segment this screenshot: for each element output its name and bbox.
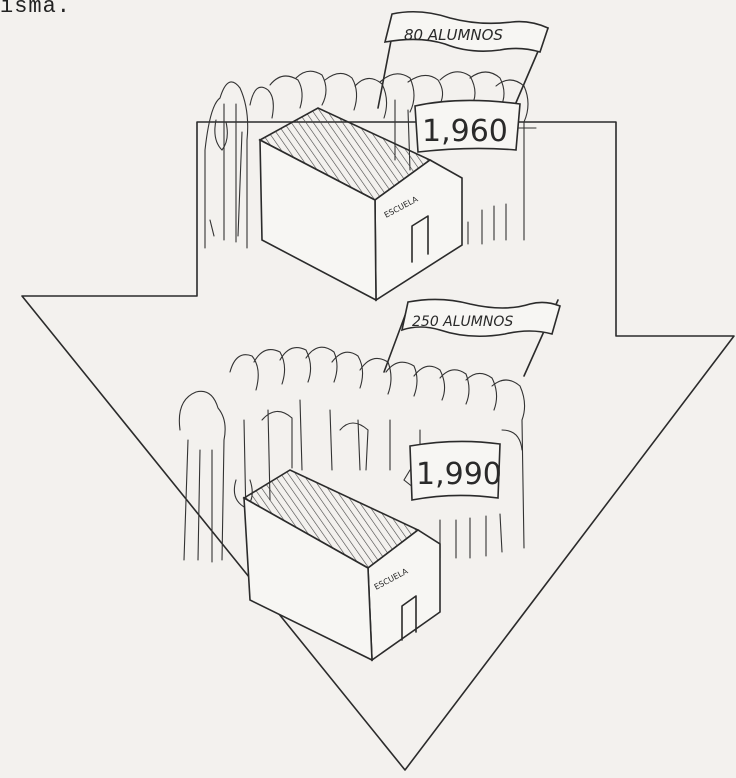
year-sign-1960-label: 1,960: [422, 114, 508, 149]
year-sign-1990: 1,990: [410, 441, 502, 500]
banner-1960-label: 80 ALUMNOS: [404, 26, 503, 44]
banner-1960: 80 ALUMNOS: [378, 12, 548, 112]
year-sign-1990-label: 1,990: [416, 457, 502, 492]
year-sign-1960: 1,960: [415, 100, 536, 152]
banner-1990-label: 250 ALUMNOS: [412, 314, 513, 330]
school-house-1990: ESCUELA: [244, 470, 440, 660]
